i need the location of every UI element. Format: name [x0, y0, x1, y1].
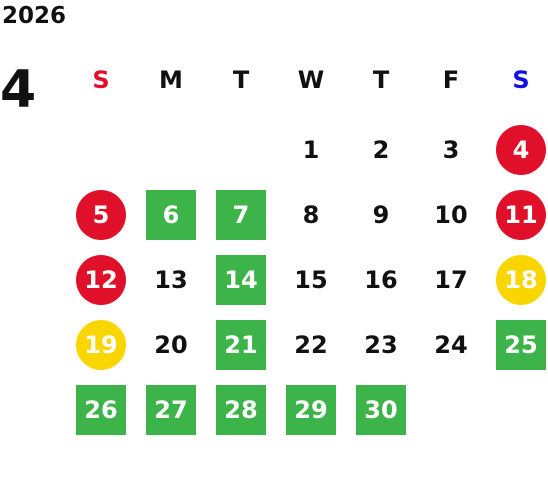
calendar-day-2[interactable]: 2	[372, 136, 390, 164]
calendar-day-12[interactable]: 12	[76, 255, 126, 305]
calendar-day-9[interactable]: 9	[372, 201, 390, 229]
calendar-month: 4	[0, 60, 37, 120]
calendar-day-1[interactable]: 1	[302, 136, 320, 164]
calendar-day-29[interactable]: 29	[286, 385, 336, 435]
calendar-day-7[interactable]: 7	[216, 190, 266, 240]
calendar-day-17[interactable]: 17	[434, 266, 468, 294]
calendar-day-15[interactable]: 15	[294, 266, 328, 294]
calendar-day-30[interactable]: 30	[356, 385, 406, 435]
calendar-day-19[interactable]: 19	[76, 320, 126, 370]
weekday-header-thursday: T	[372, 66, 390, 94]
calendar-day-14[interactable]: 14	[216, 255, 266, 305]
calendar-day-23[interactable]: 23	[364, 331, 398, 359]
weekday-header-wednesday: W	[297, 66, 325, 94]
calendar-day-24[interactable]: 24	[434, 331, 468, 359]
weekday-header-friday: F	[442, 66, 460, 94]
calendar-day-18[interactable]: 18	[496, 255, 546, 305]
calendar-day-11[interactable]: 11	[496, 190, 546, 240]
weekday-header-tuesday: T	[232, 66, 250, 94]
calendar-day-6[interactable]: 6	[146, 190, 196, 240]
weekday-header-saturday: S	[512, 66, 530, 94]
calendar-day-16[interactable]: 16	[364, 266, 398, 294]
calendar-day-3[interactable]: 3	[442, 136, 460, 164]
calendar-day-5[interactable]: 5	[76, 190, 126, 240]
weekday-header-monday: M	[159, 66, 183, 94]
calendar-day-10[interactable]: 10	[434, 201, 468, 229]
calendar-day-28[interactable]: 28	[216, 385, 266, 435]
weekday-header-sunday: S	[92, 66, 110, 94]
calendar-day-20[interactable]: 20	[154, 331, 188, 359]
calendar-day-25[interactable]: 25	[496, 320, 546, 370]
calendar-day-27[interactable]: 27	[146, 385, 196, 435]
calendar-day-4[interactable]: 4	[496, 125, 546, 175]
calendar-day-21[interactable]: 21	[216, 320, 266, 370]
calendar-day-22[interactable]: 22	[294, 331, 328, 359]
calendar-day-8[interactable]: 8	[302, 201, 320, 229]
calendar-day-26[interactable]: 26	[76, 385, 126, 435]
calendar-day-13[interactable]: 13	[154, 266, 188, 294]
calendar-year: 2026	[2, 3, 67, 29]
